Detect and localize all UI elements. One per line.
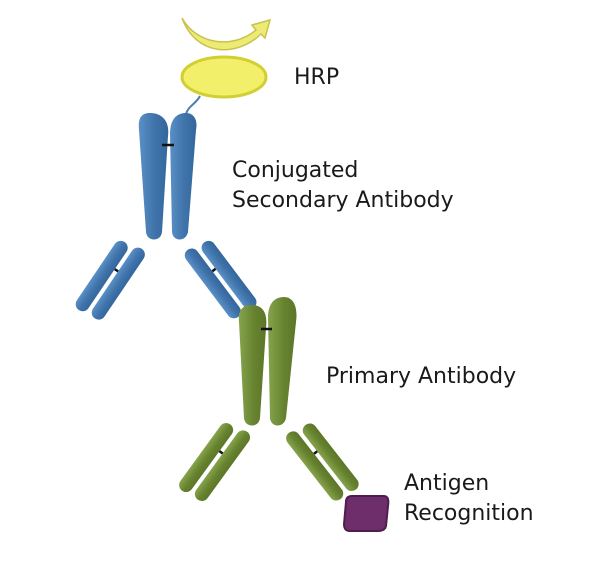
- antigen-recognition-label: Antigen Recognition: [404, 469, 534, 529]
- secondary-antibody: [75, 113, 257, 320]
- hrp-linker: [185, 95, 201, 115]
- secondary-right-arm: [184, 240, 257, 319]
- primary-heavy-chain-left: [238, 305, 267, 426]
- primary-antibody-label: Primary Antibody: [326, 362, 516, 392]
- secondary-left-arm: [75, 240, 145, 320]
- primary-heavy-chain-right: [268, 297, 297, 426]
- antigen: [342, 495, 390, 532]
- hrp-enzyme: [180, 55, 268, 99]
- primary-antibody: [179, 297, 359, 501]
- hrp-label: HRP: [294, 63, 339, 93]
- primary-left-arm: [179, 423, 251, 501]
- secondary-label-line-2: Secondary Antibody: [232, 188, 454, 213]
- primary-right-arm: [286, 423, 359, 501]
- secondary-heavy-chain-right: [170, 113, 197, 240]
- antigen-label-line-1: Antigen: [404, 471, 490, 496]
- secondary-antibody-label: Conjugated Secondary Antibody: [232, 156, 454, 216]
- antigen-label-line-2: Recognition: [404, 501, 534, 526]
- hrp-label-text: HRP: [294, 65, 340, 90]
- signal-arrow: [181, 17, 272, 51]
- primary-label-text: Primary Antibody: [326, 364, 517, 389]
- secondary-label-line-1: Conjugated: [232, 158, 359, 183]
- secondary-heavy-chain-left: [138, 113, 169, 240]
